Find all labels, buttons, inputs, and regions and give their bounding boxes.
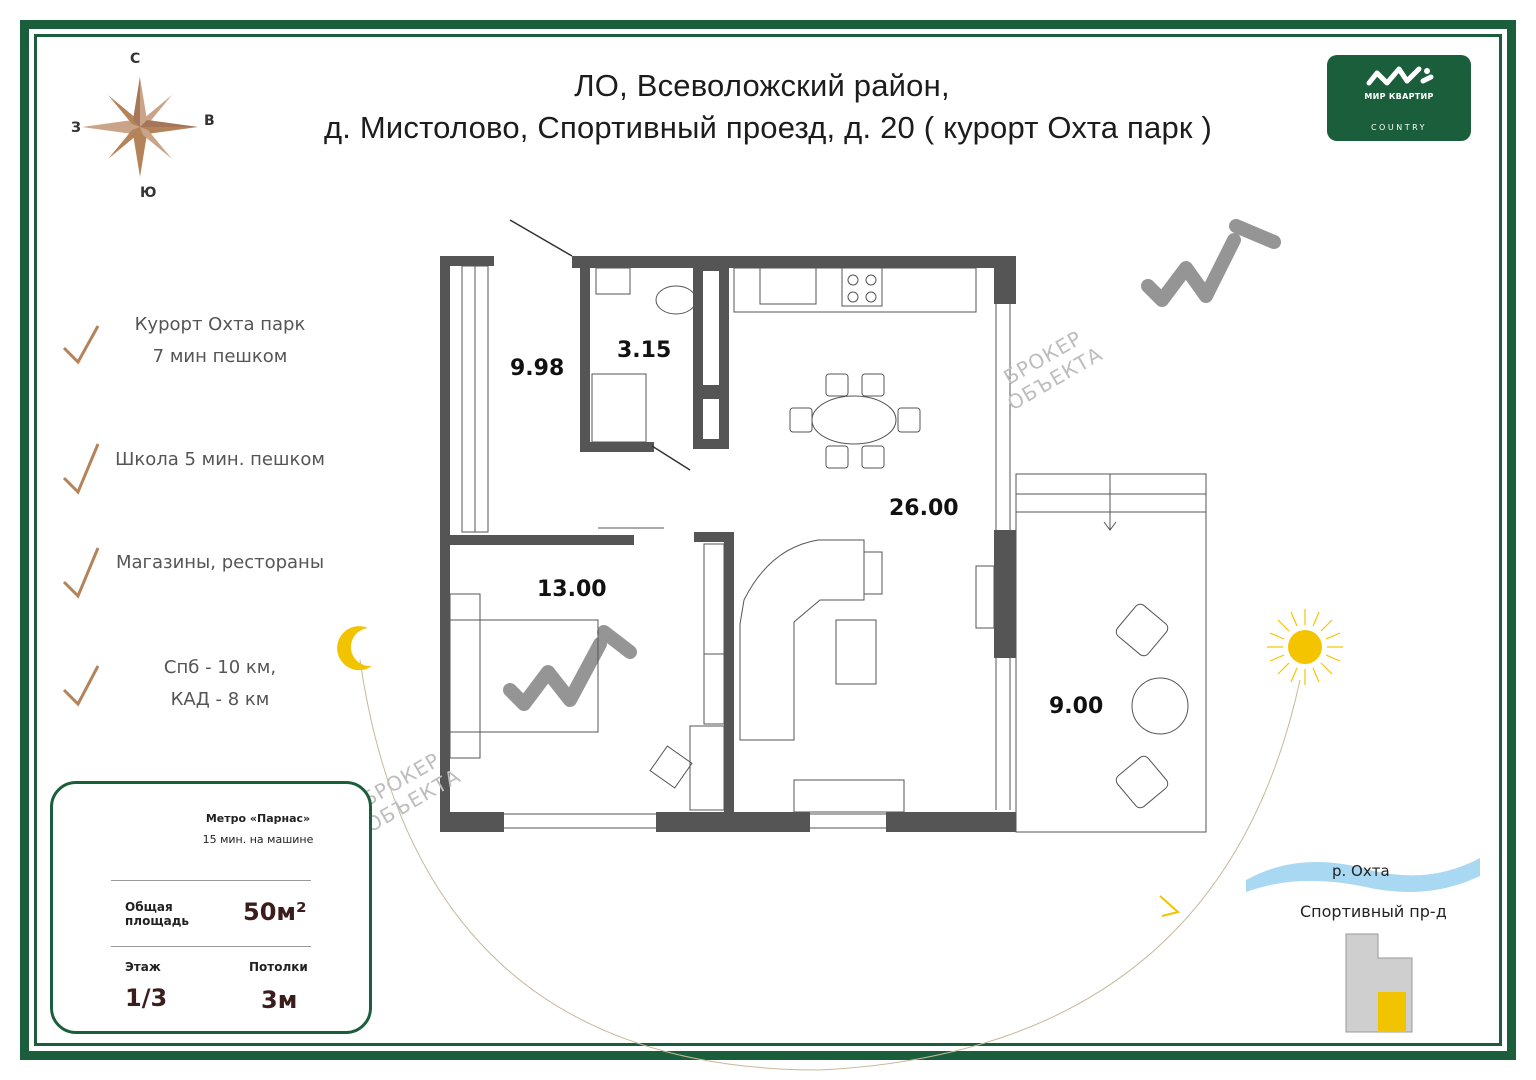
feature-3: Магазины, рестораны — [110, 547, 330, 579]
divider — [111, 880, 311, 881]
compass-north-label: С — [130, 51, 141, 67]
plan-lines — [449, 219, 1207, 833]
moon-icon — [337, 626, 372, 671]
walls — [440, 256, 1016, 832]
brand-sub: COUNTRY — [1370, 123, 1428, 132]
address-line-1: ЛО, Всеволожский район, — [574, 68, 950, 103]
brand-logo: МИР КВАРТИР COUNTRY — [1327, 55, 1471, 141]
metro-time: 15 мин. на машине — [202, 833, 314, 846]
compass-east-label: В — [204, 113, 215, 129]
feature-4-line-2: КАД - 8 км — [170, 689, 270, 710]
feature-3-line-1: Магазины, рестораны — [115, 552, 325, 573]
feature-1: Курорт Охта парк 7 мин пешком — [110, 309, 330, 373]
room-bath-area: 3.15 — [617, 338, 672, 363]
feature-1-line-1: Курорт Охта парк — [134, 314, 306, 335]
feature-2-line-1: Школа 5 мин. пешком — [115, 449, 325, 470]
compass-rose-icon — [82, 77, 198, 177]
feature-2: Школа 5 мин. пешком — [110, 444, 330, 476]
room-hall-area: 9.98 — [510, 356, 565, 381]
ceiling-label: Потолки — [249, 960, 308, 974]
sun-icon — [1267, 609, 1343, 685]
sun-path-arc — [359, 659, 1301, 1071]
divider — [111, 946, 311, 947]
compass-south-label: Ю — [140, 185, 157, 201]
brand-name: МИР КВАРТИР — [1364, 92, 1434, 101]
room-bedroom-area: 13.00 — [537, 577, 607, 602]
compass-west-label: З — [71, 120, 81, 136]
metro-name: Метро «Парнас» — [205, 812, 311, 825]
river-label: р. Охта — [1332, 862, 1390, 880]
outer-frame — [20, 20, 1516, 1060]
floor-label: Этаж — [125, 960, 161, 974]
feature-4-line-1: Спб - 10 км, — [163, 657, 277, 678]
check-icon-1 — [62, 325, 100, 707]
address-line-2: д. Мистолово, Спортивный проезд, д. 20 (… — [323, 110, 1213, 145]
street-label: Спортивный пр-д — [1300, 902, 1447, 921]
river-icon — [1246, 858, 1480, 892]
area-value: 50м² — [243, 898, 307, 926]
room-terrace-area: 9.00 — [1049, 694, 1104, 719]
brand-mark-icon — [1366, 66, 1434, 86]
floor-value: 1/3 — [125, 984, 168, 1012]
feature-4: Спб - 10 км, КАД - 8 км — [110, 652, 330, 716]
building-map-icon — [1345, 933, 1413, 1033]
inner-frame — [34, 34, 1502, 1046]
room-living-area: 26.00 — [889, 496, 959, 521]
ceiling-value: 3м — [261, 986, 298, 1014]
watermark-logo-icon — [503, 219, 1281, 711]
feature-1-line-2: 7 мин пешком — [152, 346, 288, 367]
